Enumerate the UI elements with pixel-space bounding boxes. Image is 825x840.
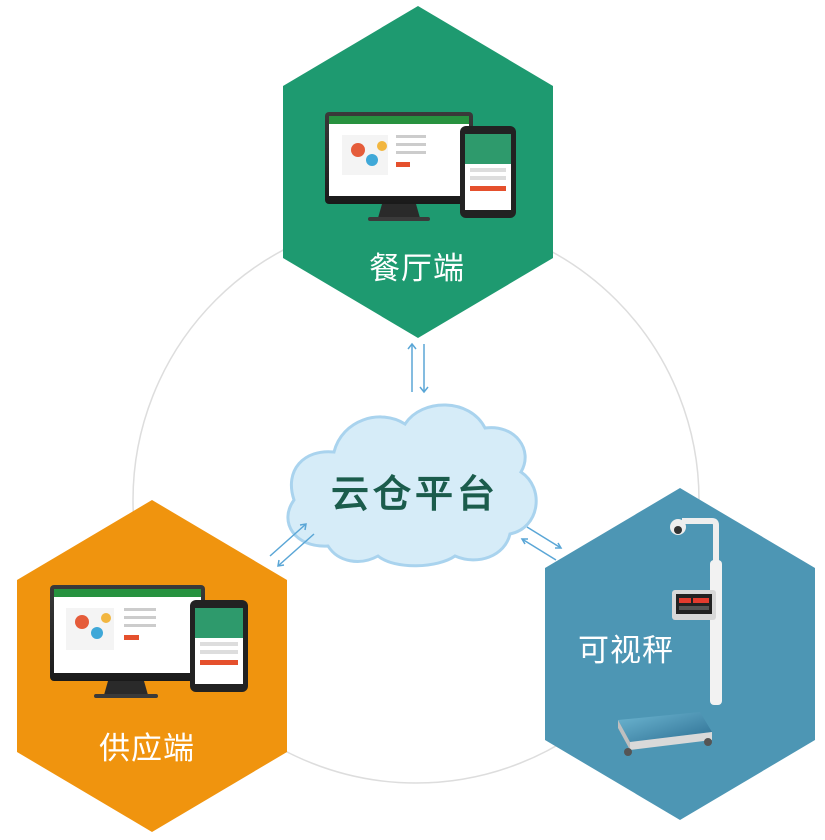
scale-label: 可视秤	[578, 633, 674, 669]
cloud-icon	[286, 403, 538, 568]
desktop-icon	[50, 585, 205, 698]
restaurant-label: 餐厅端	[369, 251, 465, 287]
supplier-label: 供应端	[99, 731, 195, 767]
platform-label: 云仓平台	[331, 472, 500, 516]
tablet-icon	[460, 126, 516, 218]
scale-device-icon	[618, 518, 722, 756]
scale-hexagon	[545, 488, 815, 820]
sync-arrows-supplier	[269, 523, 315, 567]
tablet-icon	[190, 600, 248, 692]
sync-arrows-restaurant	[407, 342, 429, 394]
sync-arrows-scale	[520, 526, 563, 561]
desktop-icon	[325, 112, 473, 221]
